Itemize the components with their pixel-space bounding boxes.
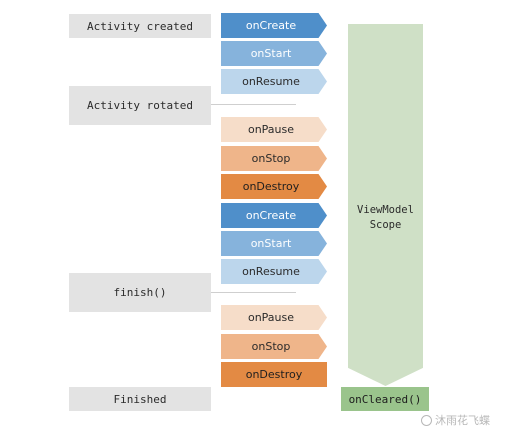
callback-start-step: onStart bbox=[221, 41, 327, 66]
callback-start-step: onStart bbox=[221, 231, 327, 256]
state-finished: Finished bbox=[69, 387, 211, 411]
callback-stop-step: onStop bbox=[221, 146, 327, 171]
state-activity-rotated: Activity rotated bbox=[69, 86, 211, 125]
callback-create-step: onCreate bbox=[221, 203, 327, 228]
watermark-text: 沐雨花飞蝶 bbox=[435, 414, 490, 427]
callback-create-step: onCreate bbox=[221, 13, 327, 38]
callback-stop-step: onStop bbox=[221, 334, 327, 359]
state-activity-created: Activity created bbox=[69, 14, 211, 38]
rotation-divider bbox=[211, 104, 296, 105]
callback-destroy-step: onDestroy bbox=[221, 174, 327, 199]
callback-pause-step: onPause bbox=[221, 117, 327, 142]
viewmodel-scope-label: ViewModel Scope bbox=[348, 203, 423, 233]
state-finish-call: finish() bbox=[69, 273, 211, 312]
on-cleared-box: onCleared() bbox=[341, 387, 429, 411]
callback-pause-step: onPause bbox=[221, 305, 327, 330]
callback-destroy-step: onDestroy bbox=[221, 362, 327, 387]
watermark-icon bbox=[421, 414, 432, 426]
callback-resume-step: onResume bbox=[221, 69, 327, 94]
watermark: 沐雨花飞蝶 bbox=[421, 412, 490, 428]
scope-label-line2: Scope bbox=[369, 219, 402, 231]
finish-divider bbox=[211, 292, 296, 293]
viewmodel-scope-arrow bbox=[348, 24, 423, 386]
scope-label-line1: ViewModel bbox=[357, 204, 414, 216]
callback-resume-step: onResume bbox=[221, 259, 327, 284]
